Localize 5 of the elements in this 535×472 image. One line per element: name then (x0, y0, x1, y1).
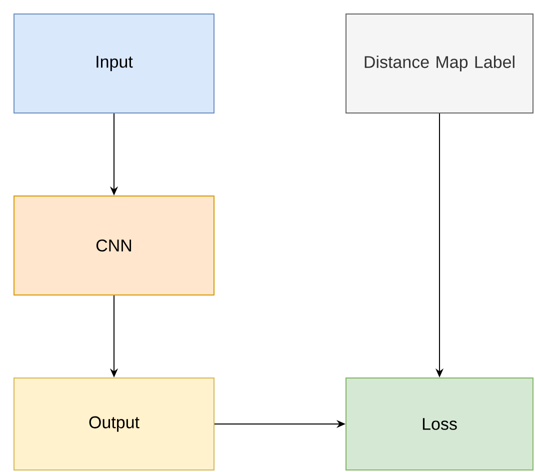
process-box: Loss (346, 378, 534, 470)
process-box: CNN (14, 196, 214, 296)
process-box: Input (14, 14, 214, 114)
process-box: Distance Map Label (346, 14, 534, 114)
process-box: Output (14, 378, 214, 470)
